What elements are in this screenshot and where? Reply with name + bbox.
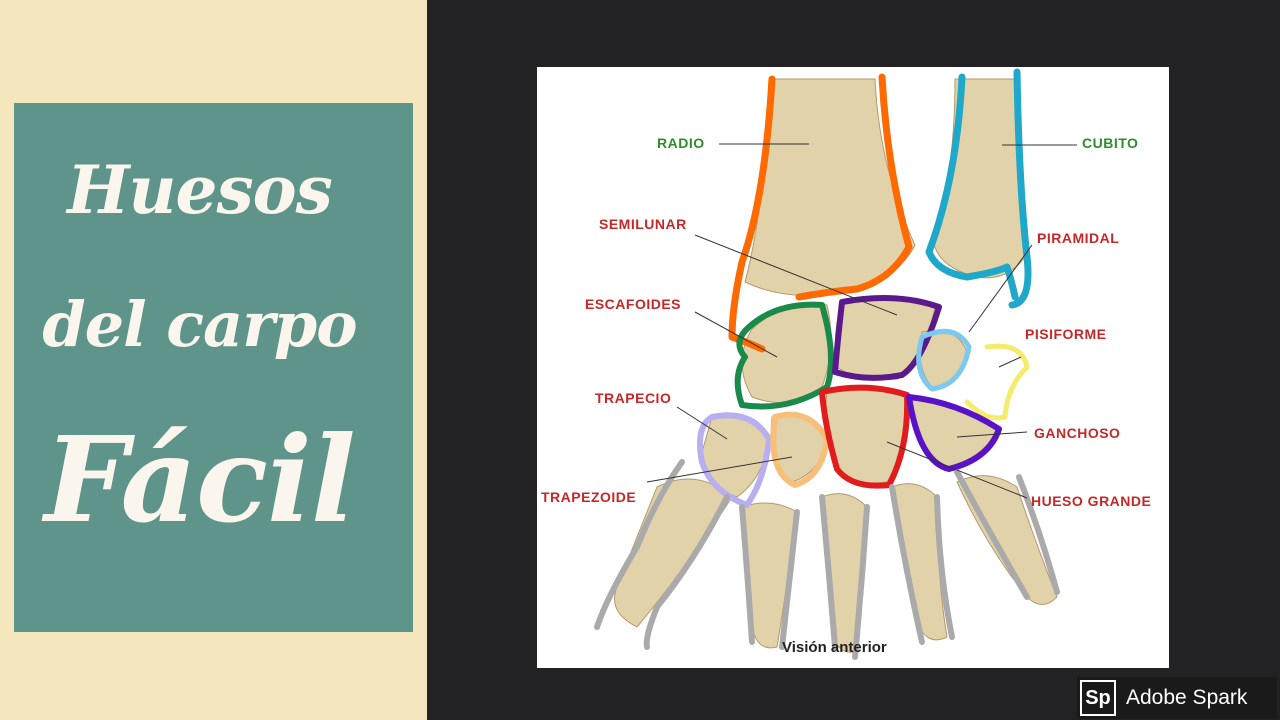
ganchoso-outline (906, 394, 1002, 472)
label-hueso-grande: HUESO GRANDE (1031, 493, 1152, 509)
label-pisiforme: PISIFORME (1025, 326, 1107, 342)
piramidal-outline (916, 328, 972, 392)
hueso-grande-outline (819, 384, 911, 489)
label-piramidal: PIRAMIDAL (1037, 230, 1120, 246)
trapecio-leader (676, 406, 728, 440)
left-panel: Huesos del carpo Fácil (0, 0, 427, 720)
title-line-3: Fácil (44, 410, 355, 549)
label-semilunar: SEMILUNAR (599, 216, 687, 232)
label-ganchoso: GANCHOSO (1034, 425, 1121, 441)
ganchoso-leader (956, 431, 1028, 438)
semilunar-outline (832, 295, 942, 381)
pisiforme-outline (964, 343, 1030, 421)
label-escafoides: ESCAFOIDES (585, 296, 682, 312)
wrist-bones-illustration (594, 68, 1077, 660)
semilunar-leader (694, 234, 898, 316)
label-trapezoide: TRAPEZOIDE (541, 489, 637, 505)
metacarpal-1-outline (594, 459, 730, 650)
metacarpal-5-outline (954, 469, 1060, 600)
spark-logo-icon: Sp (1080, 680, 1116, 716)
title-card (14, 103, 413, 632)
metacarpal-5 (956, 475, 1058, 605)
trapezoide-outline (770, 411, 830, 488)
title-line-2: del carpo (42, 288, 357, 361)
metacarpal-4-outline (889, 484, 955, 645)
title-line-1: Huesos (67, 151, 333, 229)
piramidal-leader (968, 244, 1033, 333)
escafoides-outline (734, 301, 834, 410)
hueso-grande-leader (886, 441, 1028, 499)
watermark-text: Adobe Spark (1126, 686, 1248, 709)
metacarpal-3-outline (819, 494, 870, 660)
escafoides-leader (694, 311, 778, 358)
metacarpal-2-outline (739, 504, 800, 650)
cubito-outline (925, 68, 1032, 309)
trapezoide-leader (646, 456, 793, 483)
figure-caption: Visión anterior (782, 639, 887, 656)
pisiforme-leader (998, 356, 1022, 368)
label-cubito: CUBITO (1082, 135, 1139, 151)
label-radio: RADIO (657, 135, 705, 151)
wrist-anatomy-figure: RADIO CUBITO SEMILUNAR PIRAMIDAL ESCAFOI… (537, 67, 1169, 668)
trapecio-outline (697, 412, 772, 508)
label-trapecio: TRAPECIO (595, 390, 672, 406)
adobe-spark-watermark[interactable]: Sp Adobe Spark (1077, 677, 1277, 719)
